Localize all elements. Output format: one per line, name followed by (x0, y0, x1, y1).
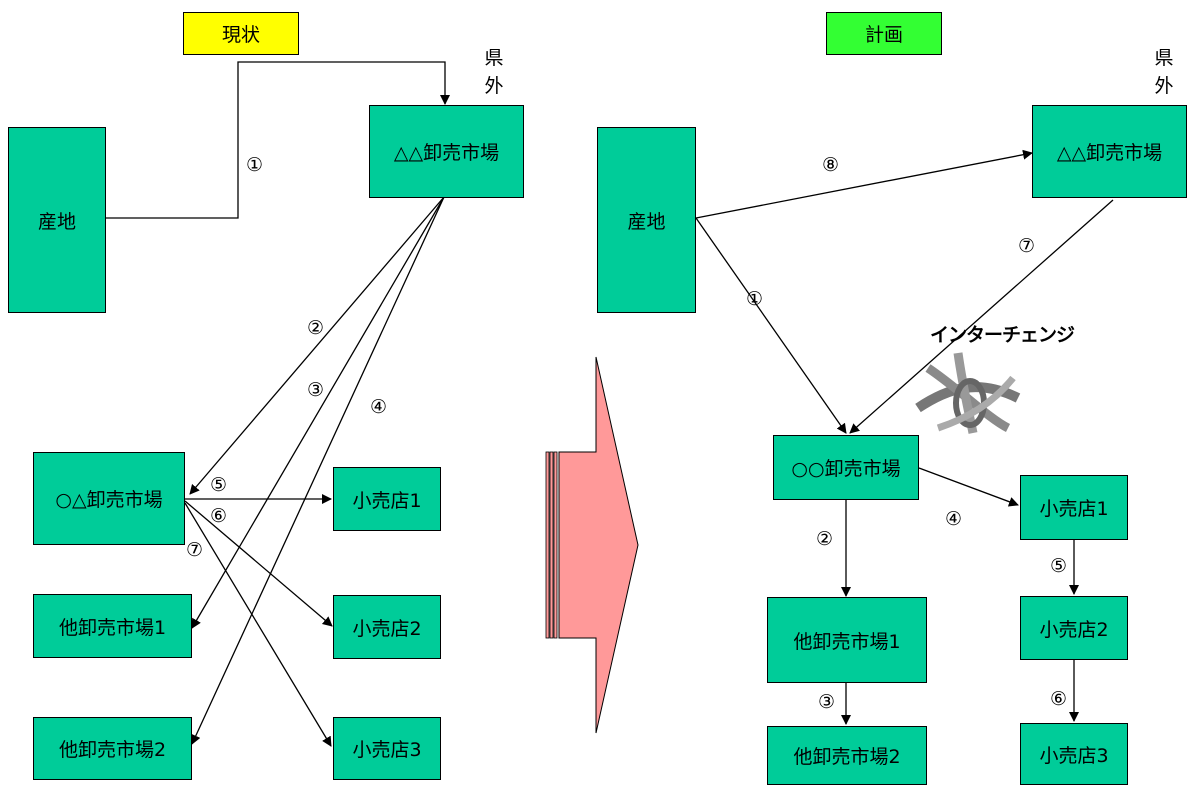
arrow-oa-to-retail2 (184, 500, 333, 627)
interchange-illustration (915, 352, 1021, 434)
plan-flow-label-4: ④ (945, 508, 963, 530)
plan-oo-market-node: ○○卸売市場 (773, 435, 919, 500)
plan-header: 計画 (826, 12, 942, 55)
plan-other-market2-node: 他卸売市場2 (767, 726, 927, 785)
arrow-oa-to-retail3 (184, 502, 332, 747)
plan-flow-label-7: ⑦ (1018, 235, 1036, 257)
arrow-production-to-aa-market (106, 61, 450, 219)
current-retail1-node: 小売店1 (333, 467, 441, 531)
plan-flow-label-3: ③ (818, 691, 836, 713)
current-flow-label-4: ④ (370, 396, 388, 418)
arrow-plan-oo-to-retail1 (918, 467, 1019, 507)
arrow-plan-aa-to-oo (849, 199, 1114, 434)
current-aa-market-node: △△卸売市場 (369, 105, 524, 198)
current-flow-label-1: ① (246, 154, 264, 176)
current-header: 現状 (183, 12, 299, 55)
plan-retail3-node: 小売店3 (1020, 723, 1128, 785)
current-retail2-node: 小売店2 (333, 595, 441, 659)
plan-aa-market-node: △△卸売市場 (1032, 105, 1187, 198)
arrow-plan-production-to-oo (695, 217, 847, 434)
current-flow-label-6: ⑥ (210, 505, 228, 527)
current-flow-label-7: ⑦ (186, 539, 204, 561)
current-other-market2-node: 他卸売市場2 (33, 717, 192, 780)
arrow-plan-production-to-aa (695, 149, 1033, 219)
current-flow-label-5: ⑤ (210, 474, 228, 496)
arrow-aa-to-other-market2 (191, 196, 445, 745)
arrow-aa-to-other-market1 (191, 196, 445, 629)
current-flow-label-3: ③ (307, 379, 325, 401)
plan-flow-label-6: ⑥ (1050, 688, 1068, 710)
transition-arrow (545, 356, 639, 734)
arrow-aa-to-oa-market (189, 196, 445, 495)
current-retail3-node: 小売店3 (333, 717, 441, 780)
current-other-market1-node: 他卸売市場1 (33, 594, 192, 658)
plan-production-node: 産地 (597, 127, 696, 313)
current-flow-label-2: ② (307, 317, 325, 339)
plan-flow-label-1: ① (746, 288, 764, 310)
interchange-label: インターチェンジ (930, 324, 1075, 346)
plan-retail2-node: 小売店2 (1020, 596, 1128, 660)
plan-pref-outside-label: 県外 (1154, 47, 1174, 97)
plan-flow-label-2: ② (816, 528, 834, 550)
current-production-node: 産地 (8, 127, 106, 313)
current-pref-outside-label: 県外 (484, 47, 504, 97)
plan-flow-label-8: ⑧ (822, 154, 840, 176)
plan-other-market1-node: 他卸売市場1 (767, 597, 927, 683)
plan-retail1-node: 小売店1 (1020, 475, 1128, 540)
plan-flow-label-5: ⑤ (1050, 555, 1068, 577)
current-oa-market-node: ○△卸売市場 (33, 452, 185, 545)
